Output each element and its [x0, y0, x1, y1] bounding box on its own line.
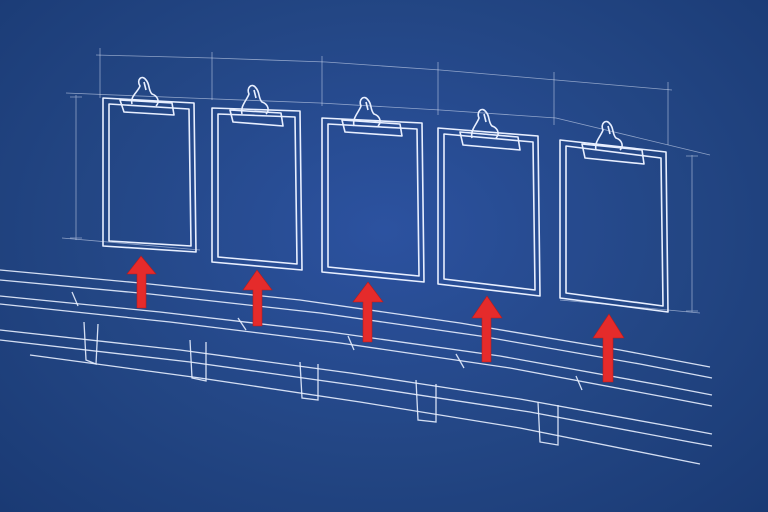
- rail-joint: [237, 317, 247, 331]
- top-guide-line: [95, 54, 673, 91]
- rail-top-edge: [0, 269, 711, 368]
- up-arrow-icon: [242, 269, 273, 327]
- clipboards: [102, 76, 669, 313]
- rail-track: [0, 269, 713, 465]
- up-arrow-icon: [471, 295, 503, 363]
- rail-bottom-top: [0, 329, 713, 435]
- clipboard-icon: [437, 108, 541, 297]
- rail-lowest: [29, 354, 701, 465]
- rail-bottom-edge: [0, 339, 713, 447]
- clipboard-icon: [102, 76, 197, 253]
- rail-joint: [455, 353, 465, 369]
- left-dimension-line: [70, 95, 82, 240]
- rail-bracket: [299, 361, 319, 401]
- clipboard-icon: [559, 120, 669, 313]
- rail-bracket: [415, 379, 437, 423]
- up-arrow-icon: [592, 313, 625, 383]
- up-arrow-icon: [352, 281, 384, 343]
- rail-face-top: [0, 295, 713, 396]
- rail-joint: [347, 335, 355, 351]
- upper-guide-line: [65, 92, 711, 156]
- clipboard-icon: [321, 96, 425, 283]
- clipboard-icon: [211, 84, 303, 271]
- rail-bracket: [83, 321, 99, 365]
- rail-joint: [71, 291, 79, 307]
- rail-bracket: [189, 339, 207, 382]
- arrows: [126, 255, 625, 383]
- rail-top-inner: [0, 279, 713, 379]
- rail-face-mid: [0, 303, 713, 407]
- construction-lines: [61, 48, 711, 314]
- left-bottom-guide: [61, 237, 201, 251]
- rail-joint: [575, 375, 583, 391]
- up-arrow-icon: [126, 255, 157, 309]
- right-dimension-line: [686, 155, 698, 312]
- rail-bracket: [537, 401, 559, 446]
